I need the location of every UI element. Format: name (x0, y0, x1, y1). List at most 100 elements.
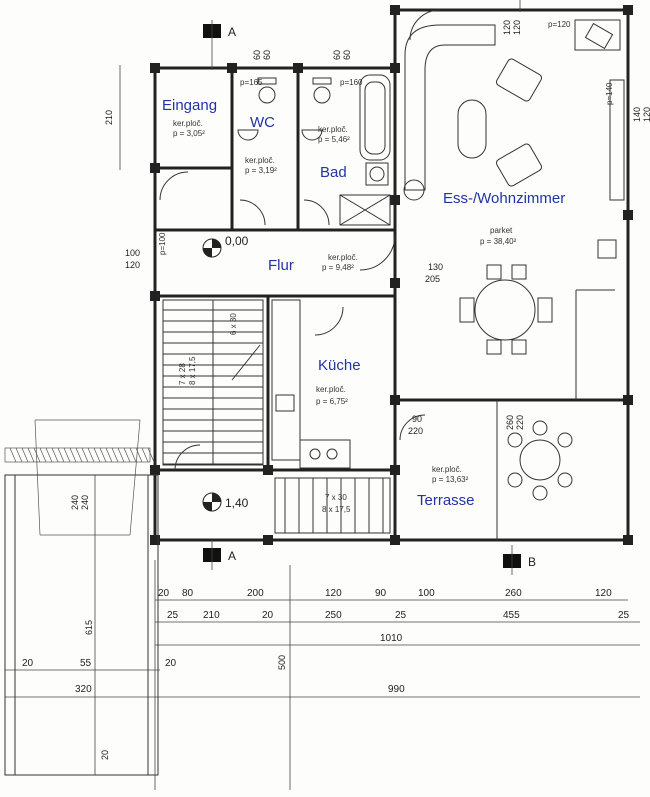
dim-row4-0: 20 (22, 658, 34, 669)
dim-60d: 60 (342, 50, 352, 60)
dim-row1-5: 100 (418, 588, 435, 599)
room-terrasse-floor: ker.ploč. (432, 465, 462, 474)
dim-60c: 60 (332, 50, 342, 60)
dim-row-1: 20 80 200 120 90 100 260 120 (158, 588, 612, 599)
room-flur-floor: ker.ploč. (328, 253, 358, 262)
level-lower: 1,40 (225, 496, 249, 510)
wall-posts (150, 5, 633, 545)
level-markers (202, 238, 222, 512)
room-bad-floor: ker.ploč. (318, 125, 348, 134)
dim-260: 260 (505, 415, 515, 430)
stairs (162, 299, 391, 534)
room-terrasse: Terrasse (417, 492, 475, 509)
dim-90: 90 (412, 414, 422, 424)
hatch-line (93, 447, 101, 463)
dim-615: 615 (84, 620, 94, 635)
room-wohn: Ess-/Wohnzimmer (443, 190, 565, 207)
hatch-line (33, 447, 41, 463)
hatch-line (141, 447, 149, 463)
hatch-line (129, 447, 137, 463)
dim-row1-2: 200 (247, 588, 264, 599)
room-eingang: Eingang (162, 97, 217, 114)
dim-row4-1: 55 (80, 658, 92, 669)
dim-row5-0: 320 (75, 684, 92, 695)
parapet-140: p=140 (605, 82, 614, 105)
section-a-top: A (228, 25, 236, 39)
room-terrasse-area: p = 13,63² (432, 475, 469, 484)
room-kueche-floor: ker.ploč. (316, 385, 346, 394)
hatch-line (117, 447, 125, 463)
walls (153, 8, 630, 542)
balcony (4, 419, 159, 776)
parapet-165: p=165 (240, 78, 263, 87)
parapet-120: p=120 (548, 20, 571, 29)
level-main: 0,00 (225, 234, 249, 248)
room-wc-floor: ker.ploč. (245, 156, 275, 165)
hatch-line (99, 447, 107, 463)
dim-row-3: 1010 (380, 633, 403, 644)
dim-row-5: 320 990 (75, 684, 405, 695)
hatch-line (87, 447, 95, 463)
dim-130: 130 (428, 262, 443, 272)
dim-120c: 120 (642, 107, 650, 122)
dimension-lines (5, 65, 640, 790)
dim-100: 100 (125, 248, 140, 258)
dim-row2-1: 210 (203, 610, 220, 621)
dim-row2-6: 25 (618, 610, 630, 621)
dim-120: 120 (125, 260, 140, 270)
dim-row2-0: 25 (167, 610, 179, 621)
hatch-line (15, 447, 23, 463)
hatch-line (123, 447, 131, 463)
dim-row1-1: 80 (182, 588, 194, 599)
room-wc: WC (250, 114, 275, 131)
hatch-line (9, 447, 17, 463)
dim-row1-7: 120 (595, 588, 612, 599)
room-bad-area: p = 5,46² (318, 135, 350, 144)
dim-row5-1: 990 (388, 684, 405, 695)
room-wohn-floor: parket (490, 226, 513, 235)
room-wc-area: p = 3,19² (245, 166, 277, 175)
hatch-line (135, 447, 143, 463)
stair-1: 7 x 30 (325, 493, 347, 502)
hatch-line (45, 447, 53, 463)
dim-row1-3: 120 (325, 588, 342, 599)
dim-row1-6: 260 (505, 588, 522, 599)
hatch-line (75, 447, 83, 463)
dim-row2-4: 25 (395, 610, 407, 621)
fixtures (237, 19, 625, 540)
dim-120b: 120 (512, 20, 522, 35)
dim-240b: 240 (80, 495, 90, 510)
section-a-bottom: A (228, 549, 236, 563)
hatch-line (147, 447, 155, 463)
dim-60b: 60 (262, 50, 272, 60)
dim-row4-2: 20 (165, 658, 177, 669)
hatch-line (69, 447, 77, 463)
dim-120a: 120 (502, 20, 512, 35)
hatch-line (57, 447, 65, 463)
hatch-line (21, 447, 29, 463)
dim-row2-3: 250 (325, 610, 342, 621)
dim-500: 500 (277, 655, 287, 670)
room-kueche: Küche (318, 357, 361, 374)
room-flur-area: p = 9,48² (322, 263, 354, 272)
hatch-line (27, 447, 35, 463)
room-eingang-area: p = 3,05² (173, 129, 205, 138)
hatch-line (39, 447, 47, 463)
hatch-line (51, 447, 59, 463)
dim-row2-2: 20 (262, 610, 274, 621)
hatch-line (111, 447, 119, 463)
room-kueche-area: p = 6,75² (316, 397, 348, 406)
dim-row1-4: 90 (375, 588, 387, 599)
dim-row-2: 25 210 20 250 25 455 25 (167, 610, 630, 621)
parapet-160: p=160 (340, 78, 363, 87)
section-markers (203, 0, 521, 575)
dim-140: 140 (632, 107, 642, 122)
room-eingang-floor: ker.ploč. (173, 119, 203, 128)
dim-60a: 60 (252, 50, 262, 60)
room-bad: Bad (320, 164, 347, 181)
dim-row-4: 20 55 20 (22, 658, 177, 669)
dim-row-6: 20 (100, 750, 110, 760)
stair-4: 7 x 28 (178, 363, 187, 385)
dim-220: 220 (408, 426, 423, 436)
